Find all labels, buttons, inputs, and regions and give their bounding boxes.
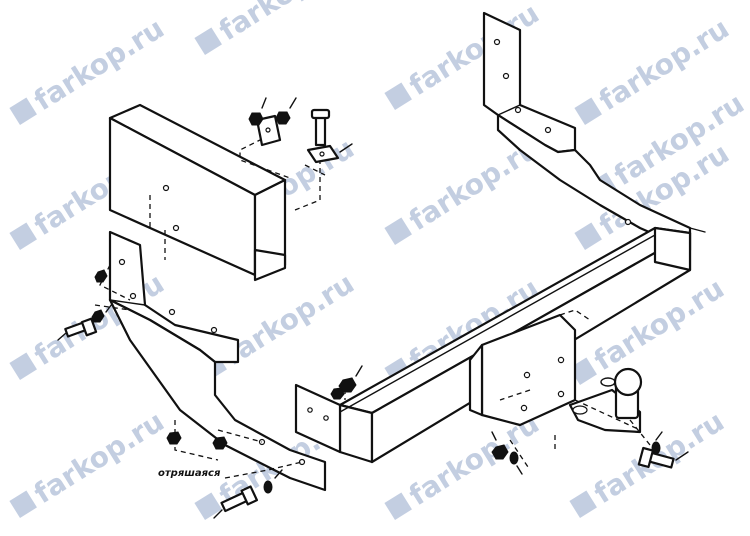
- car-logo-icon: [9, 352, 37, 381]
- nut: [212, 436, 228, 450]
- car-logo-icon: [194, 492, 222, 520]
- bracket-hole: [544, 126, 552, 134]
- end-plate-hole: [307, 407, 313, 413]
- watermark-text: farkop.ru: [218, 267, 360, 373]
- nut: [166, 431, 182, 445]
- caption-fragment: отряшаяся: [158, 468, 221, 479]
- bracket-hole: [514, 106, 522, 114]
- watermark-text: farkop.ru: [213, 0, 355, 47]
- watermark: farkop.ru: [194, 0, 355, 56]
- bolt: [64, 317, 98, 338]
- tow-ball: [568, 367, 643, 434]
- car-logo-icon: [569, 357, 597, 386]
- washer: [263, 480, 273, 494]
- car-logo-icon: [9, 97, 37, 126]
- bracket-hole: [493, 38, 501, 46]
- car-logo-icon: [574, 222, 602, 251]
- left-mounting-bracket: [108, 230, 327, 492]
- channel-hole: [162, 184, 170, 192]
- left-channel-member: [108, 103, 287, 282]
- fasteners: [57, 97, 689, 519]
- washer: [330, 387, 345, 400]
- watermark-text: farkop.ru: [403, 0, 545, 102]
- channel-hole: [172, 224, 180, 232]
- car-logo-icon: [9, 490, 37, 518]
- bracket-hole: [168, 308, 176, 316]
- car-logo-icon: [384, 82, 412, 111]
- bracket-hole: [118, 258, 126, 266]
- nut: [94, 269, 108, 283]
- plate-hole: [557, 356, 565, 364]
- car-logo-icon: [194, 27, 222, 56]
- nut: [91, 309, 105, 323]
- watermark: farkop.ru: [9, 405, 170, 518]
- watermark-text: farkop.ru: [28, 12, 170, 118]
- bracket-hole: [624, 218, 632, 226]
- right-mounting-bracket: [482, 11, 706, 252]
- nut: [275, 111, 291, 125]
- bracket-hole: [210, 326, 218, 334]
- tow-ball-mount-hole: [572, 405, 588, 415]
- car-logo-icon: [384, 217, 412, 245]
- car-logo-icon: [569, 490, 597, 518]
- plate-hole: [523, 371, 531, 379]
- bracket-hole: [129, 292, 137, 300]
- bolt: [637, 446, 675, 469]
- nut: [491, 444, 509, 460]
- car-logo-icon: [9, 222, 37, 250]
- plate-hole: [520, 404, 528, 412]
- bolt: [220, 485, 259, 513]
- washer: [651, 441, 661, 455]
- car-logo-icon: [574, 97, 602, 126]
- nut: [248, 112, 264, 126]
- assembly-guide-lines: [94, 134, 659, 479]
- car-logo-icon: [384, 492, 412, 520]
- end-plate-hole: [323, 415, 329, 421]
- bolt: [310, 108, 331, 147]
- nut: [338, 377, 357, 393]
- watermark-text: farkop.ru: [28, 405, 170, 511]
- bracket-hole: [502, 72, 510, 80]
- watermark: farkop.ru: [199, 267, 360, 380]
- washer: [509, 451, 519, 465]
- plate-hole: [557, 390, 565, 398]
